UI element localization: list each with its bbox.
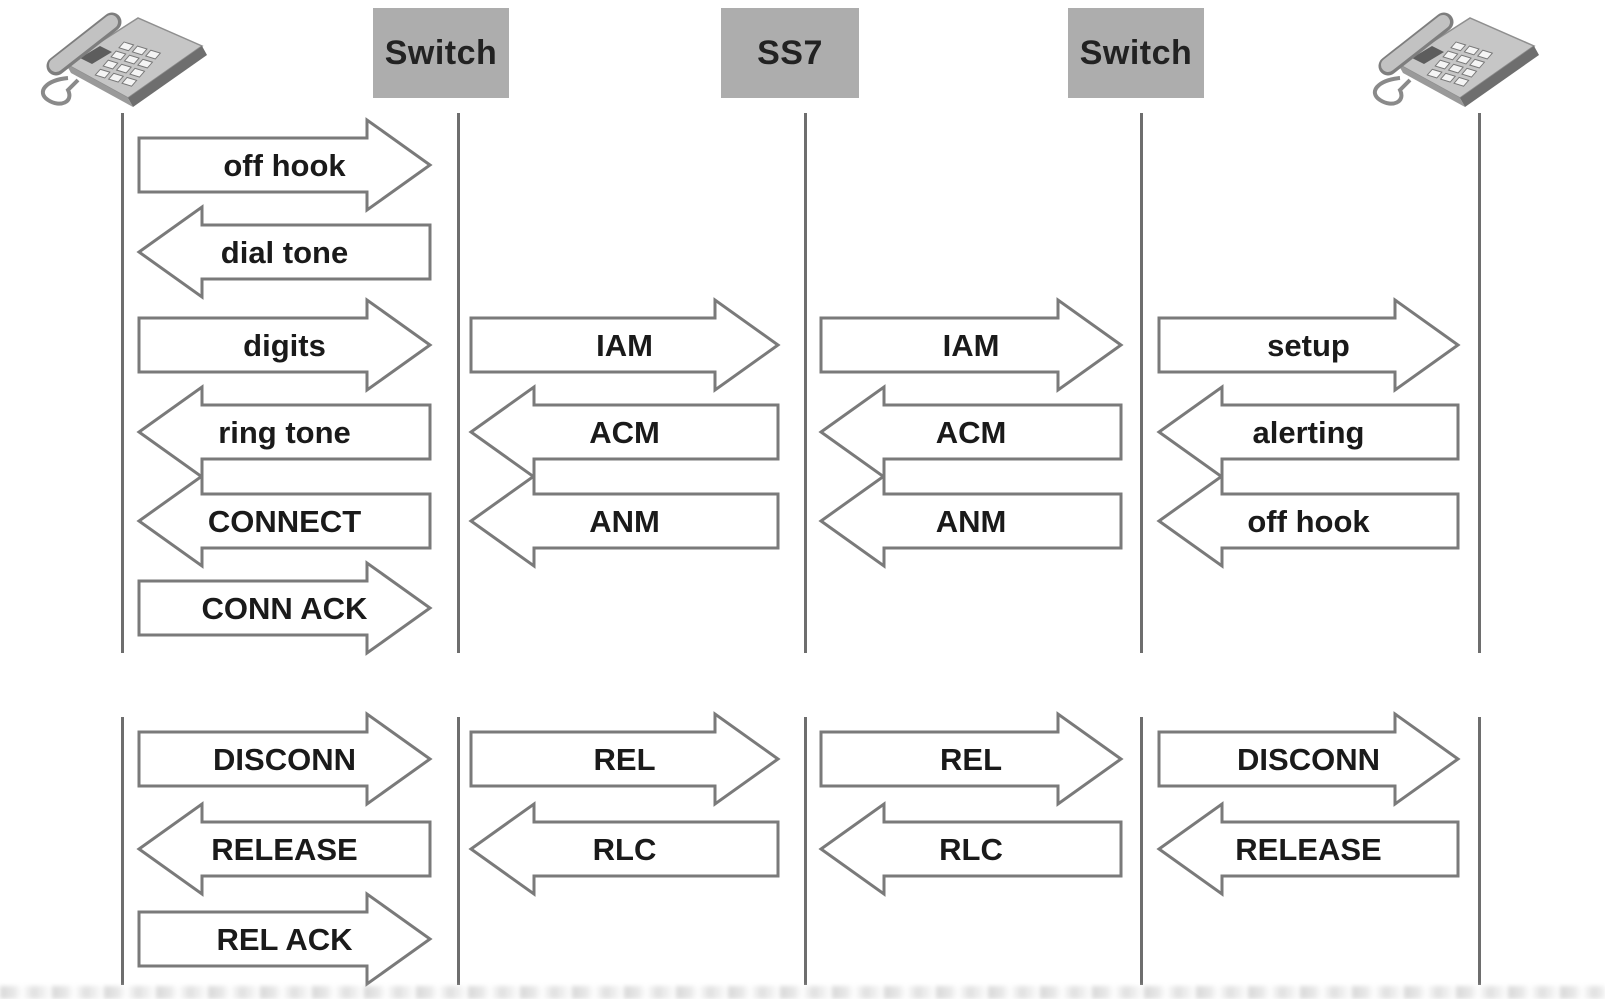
message-arrow-shape-anm <box>818 473 1123 569</box>
message-arrow-shape-dial-tone <box>136 204 432 300</box>
message-label-acm: ACM <box>936 415 1007 450</box>
lifeline-callee-phone-segment-2 <box>1477 717 1481 985</box>
message-label-rel: REL <box>940 742 1002 777</box>
message-arrow-digits: digits <box>137 297 433 393</box>
message-label-connect: CONNECT <box>208 504 361 539</box>
message-arrow-shape-rlc <box>818 801 1123 897</box>
message-arrow-off-hook: off hook <box>1156 473 1460 569</box>
message-label-release: RELEASE <box>1235 832 1381 867</box>
message-label-rel: REL <box>594 742 656 777</box>
message-arrow-shape-disconn <box>1157 711 1461 807</box>
message-arrow-shape-rlc <box>468 801 780 897</box>
message-arrow-rel: REL <box>469 711 781 807</box>
message-arrow-acm: ACM <box>818 384 1123 480</box>
message-arrow-iam: IAM <box>469 297 781 393</box>
lifeline-caller-phone-segment-2 <box>120 717 124 985</box>
message-label-release: RELEASE <box>211 832 357 867</box>
message-arrow-release: RELEASE <box>1156 801 1460 897</box>
cutoff-text-artifact <box>0 986 1605 999</box>
message-label-iam: IAM <box>943 328 1000 363</box>
message-arrow-shape-alerting <box>1156 384 1460 480</box>
node-label-originating-switch: Switch <box>384 33 498 72</box>
lifeline-ss7-network-segment-1 <box>803 113 807 653</box>
message-arrow-shape-conn-ack <box>137 560 433 656</box>
message-arrow-shape-disconn <box>137 711 433 807</box>
message-label-rel-ack: REL ACK <box>216 922 353 957</box>
message-arrow-off-hook: off hook <box>137 117 433 213</box>
message-arrow-rlc: RLC <box>468 801 780 897</box>
message-arrow-shape-iam <box>819 297 1124 393</box>
message-arrow-shape-anm <box>468 473 780 569</box>
message-label-acm: ACM <box>589 415 660 450</box>
message-arrow-conn-ack: CONN ACK <box>137 560 433 656</box>
message-arrow-shape-acm <box>468 384 780 480</box>
lifeline-terminating-switch-segment-1 <box>1139 113 1143 653</box>
message-arrow-rlc: RLC <box>818 801 1123 897</box>
message-arrow-disconn: DISCONN <box>1157 711 1461 807</box>
message-arrow-shape-setup <box>1157 297 1461 393</box>
message-label-rlc: RLC <box>593 832 657 867</box>
message-arrow-alerting: alerting <box>1156 384 1460 480</box>
message-label-anm: ANM <box>589 504 660 539</box>
message-label-alerting: alerting <box>1253 415 1365 450</box>
message-arrow-shape-rel <box>469 711 781 807</box>
message-arrow-shape-digits <box>137 297 433 393</box>
message-arrow-dial-tone: dial tone <box>136 204 432 300</box>
message-label-off-hook: off hook <box>223 148 346 183</box>
message-arrow-shape-rel-ack <box>137 891 433 987</box>
message-label-ring-tone: ring tone <box>218 415 351 450</box>
message-arrow-anm: ANM <box>468 473 780 569</box>
message-arrow-acm: ACM <box>468 384 780 480</box>
node-box-originating-switch: Switch <box>373 8 509 98</box>
message-label-dial-tone: dial tone <box>221 235 348 270</box>
lifeline-originating-switch-segment-1 <box>456 113 460 653</box>
message-label-setup: setup <box>1267 328 1350 363</box>
lifeline-callee-phone-segment-1 <box>1477 113 1481 653</box>
message-arrow-shape-acm <box>818 384 1123 480</box>
node-label-ss7-network: SS7 <box>757 33 823 72</box>
message-arrow-shape-ring-tone <box>136 384 432 480</box>
message-label-iam: IAM <box>596 328 653 363</box>
lifeline-terminating-switch-segment-2 <box>1139 717 1143 985</box>
message-arrow-connect: CONNECT <box>136 473 432 569</box>
message-label-disconn: DISCONN <box>1237 742 1380 777</box>
lifeline-ss7-network-segment-2 <box>803 717 807 985</box>
message-label-rlc: RLC <box>939 832 1003 867</box>
message-arrow-release: RELEASE <box>136 801 432 897</box>
message-label-disconn: DISCONN <box>213 742 356 777</box>
message-arrow-shape-iam <box>469 297 781 393</box>
node-label-terminating-switch: Switch <box>1079 33 1193 72</box>
message-arrow-shape-off-hook <box>1156 473 1460 569</box>
callee-phone-icon <box>1360 2 1545 110</box>
message-arrow-setup: setup <box>1157 297 1461 393</box>
message-label-conn-ack: CONN ACK <box>202 591 369 626</box>
message-arrow-shape-connect <box>136 473 432 569</box>
lifeline-originating-switch-segment-2 <box>456 717 460 985</box>
message-arrow-shape-off-hook <box>137 117 433 213</box>
lifeline-caller-phone-segment-1 <box>120 113 124 653</box>
message-arrow-iam: IAM <box>819 297 1124 393</box>
message-arrow-shape-release <box>136 801 432 897</box>
message-arrow-anm: ANM <box>818 473 1123 569</box>
caller-phone-icon <box>28 2 213 110</box>
message-arrow-disconn: DISCONN <box>137 711 433 807</box>
message-label-anm: ANM <box>936 504 1007 539</box>
message-arrow-shape-rel <box>819 711 1124 807</box>
message-arrow-shape-release <box>1156 801 1460 897</box>
node-box-terminating-switch: Switch <box>1068 8 1204 98</box>
node-box-ss7-network: SS7 <box>721 8 859 98</box>
message-arrow-rel: REL <box>819 711 1124 807</box>
message-arrow-rel-ack: REL ACK <box>137 891 433 987</box>
message-label-off-hook: off hook <box>1247 504 1370 539</box>
message-arrow-ring-tone: ring tone <box>136 384 432 480</box>
message-label-digits: digits <box>243 328 326 363</box>
